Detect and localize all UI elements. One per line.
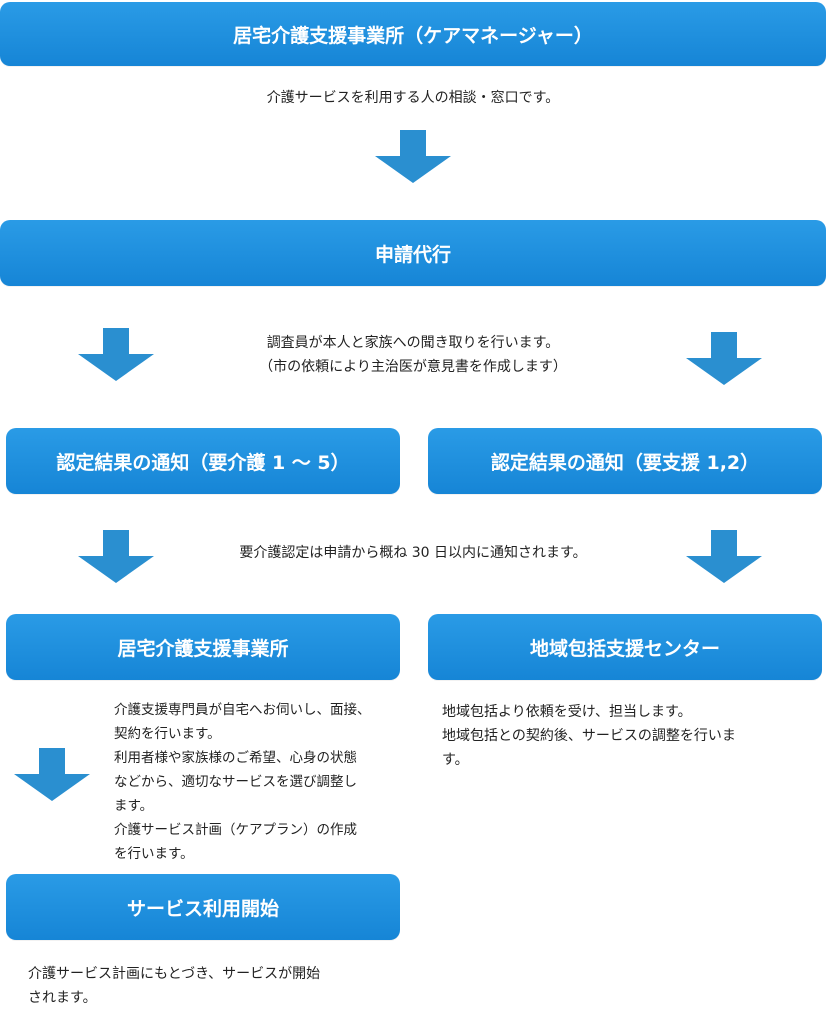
step-description: 要介護認定は申請から概ね 30 日以内に通知されます。 [239,545,587,561]
step-title: サービス利用開始 [126,897,279,920]
step-box-home-care-office: 居宅介護支援事業所 [6,614,400,680]
step-description: 介護サービスを利用する人の相談・窓口です。 [266,90,560,106]
step-title: 居宅介護支援事業所 [117,637,289,660]
step-title: 申請代行 [374,243,451,266]
step-box-result-support-level: 認定結果の通知（要支援 1,2） [428,428,822,494]
step-title: 居宅介護支援事業所（ケアマネージャー） [233,24,593,47]
down-arrow-icon [373,130,453,184]
step-title: 地域包括支援センター [529,637,720,660]
step-description: 調査員が本人と家族への聞き取りを行います。 （市の依頼により主治医が意見書を作成… [259,335,567,375]
step-title: 認定結果の通知（要支援 1,2） [490,451,760,474]
down-arrow-icon [12,748,92,802]
down-arrow-icon [684,332,764,386]
step-box-regional-support-center: 地域包括支援センター [428,614,822,680]
down-arrow-icon [76,328,156,382]
step-description-right: 地域包括より依頼を受け、担当します。 地域包括との契約後、サービスの調整を行いま… [442,704,736,768]
step-title: 認定結果の通知（要介護 1 ～ 5） [56,451,350,474]
step-box-result-care-level: 認定結果の通知（要介護 1 ～ 5） [6,428,400,494]
step-description: 介護サービス計画にもとづき、サービスが開始 されます。 [28,966,321,1006]
step-box-care-manager: 居宅介護支援事業所（ケアマネージャー） [0,2,826,66]
down-arrow-icon [76,530,156,584]
step-box-application-proxy: 申請代行 [0,220,826,286]
step-box-service-start: サービス利用開始 [6,874,400,940]
step-description-left: 介護支援専門員が自宅へお伺いし、面接、 契約を行います。 利用者様や家族様のご希… [114,702,371,862]
down-arrow-icon [684,530,764,584]
